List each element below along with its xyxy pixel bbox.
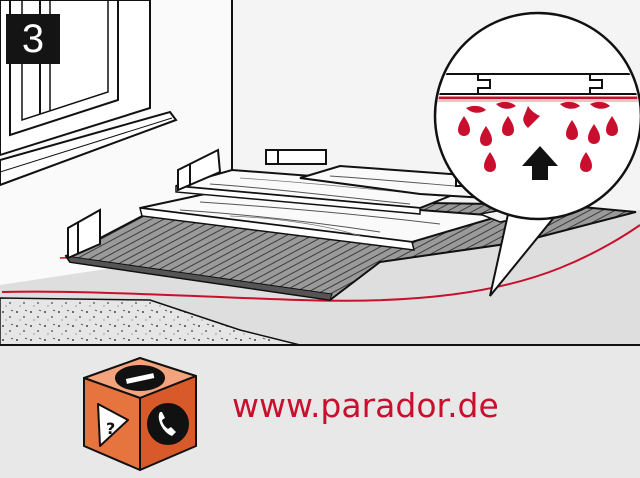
info-icon — [116, 366, 164, 390]
step-number-badge: 3 — [6, 14, 60, 64]
svg-text:?: ? — [106, 419, 115, 438]
website-url[interactable]: www.parador.de — [232, 386, 612, 425]
phone-icon — [148, 404, 188, 444]
help-cube-logo: ? — [84, 358, 196, 470]
